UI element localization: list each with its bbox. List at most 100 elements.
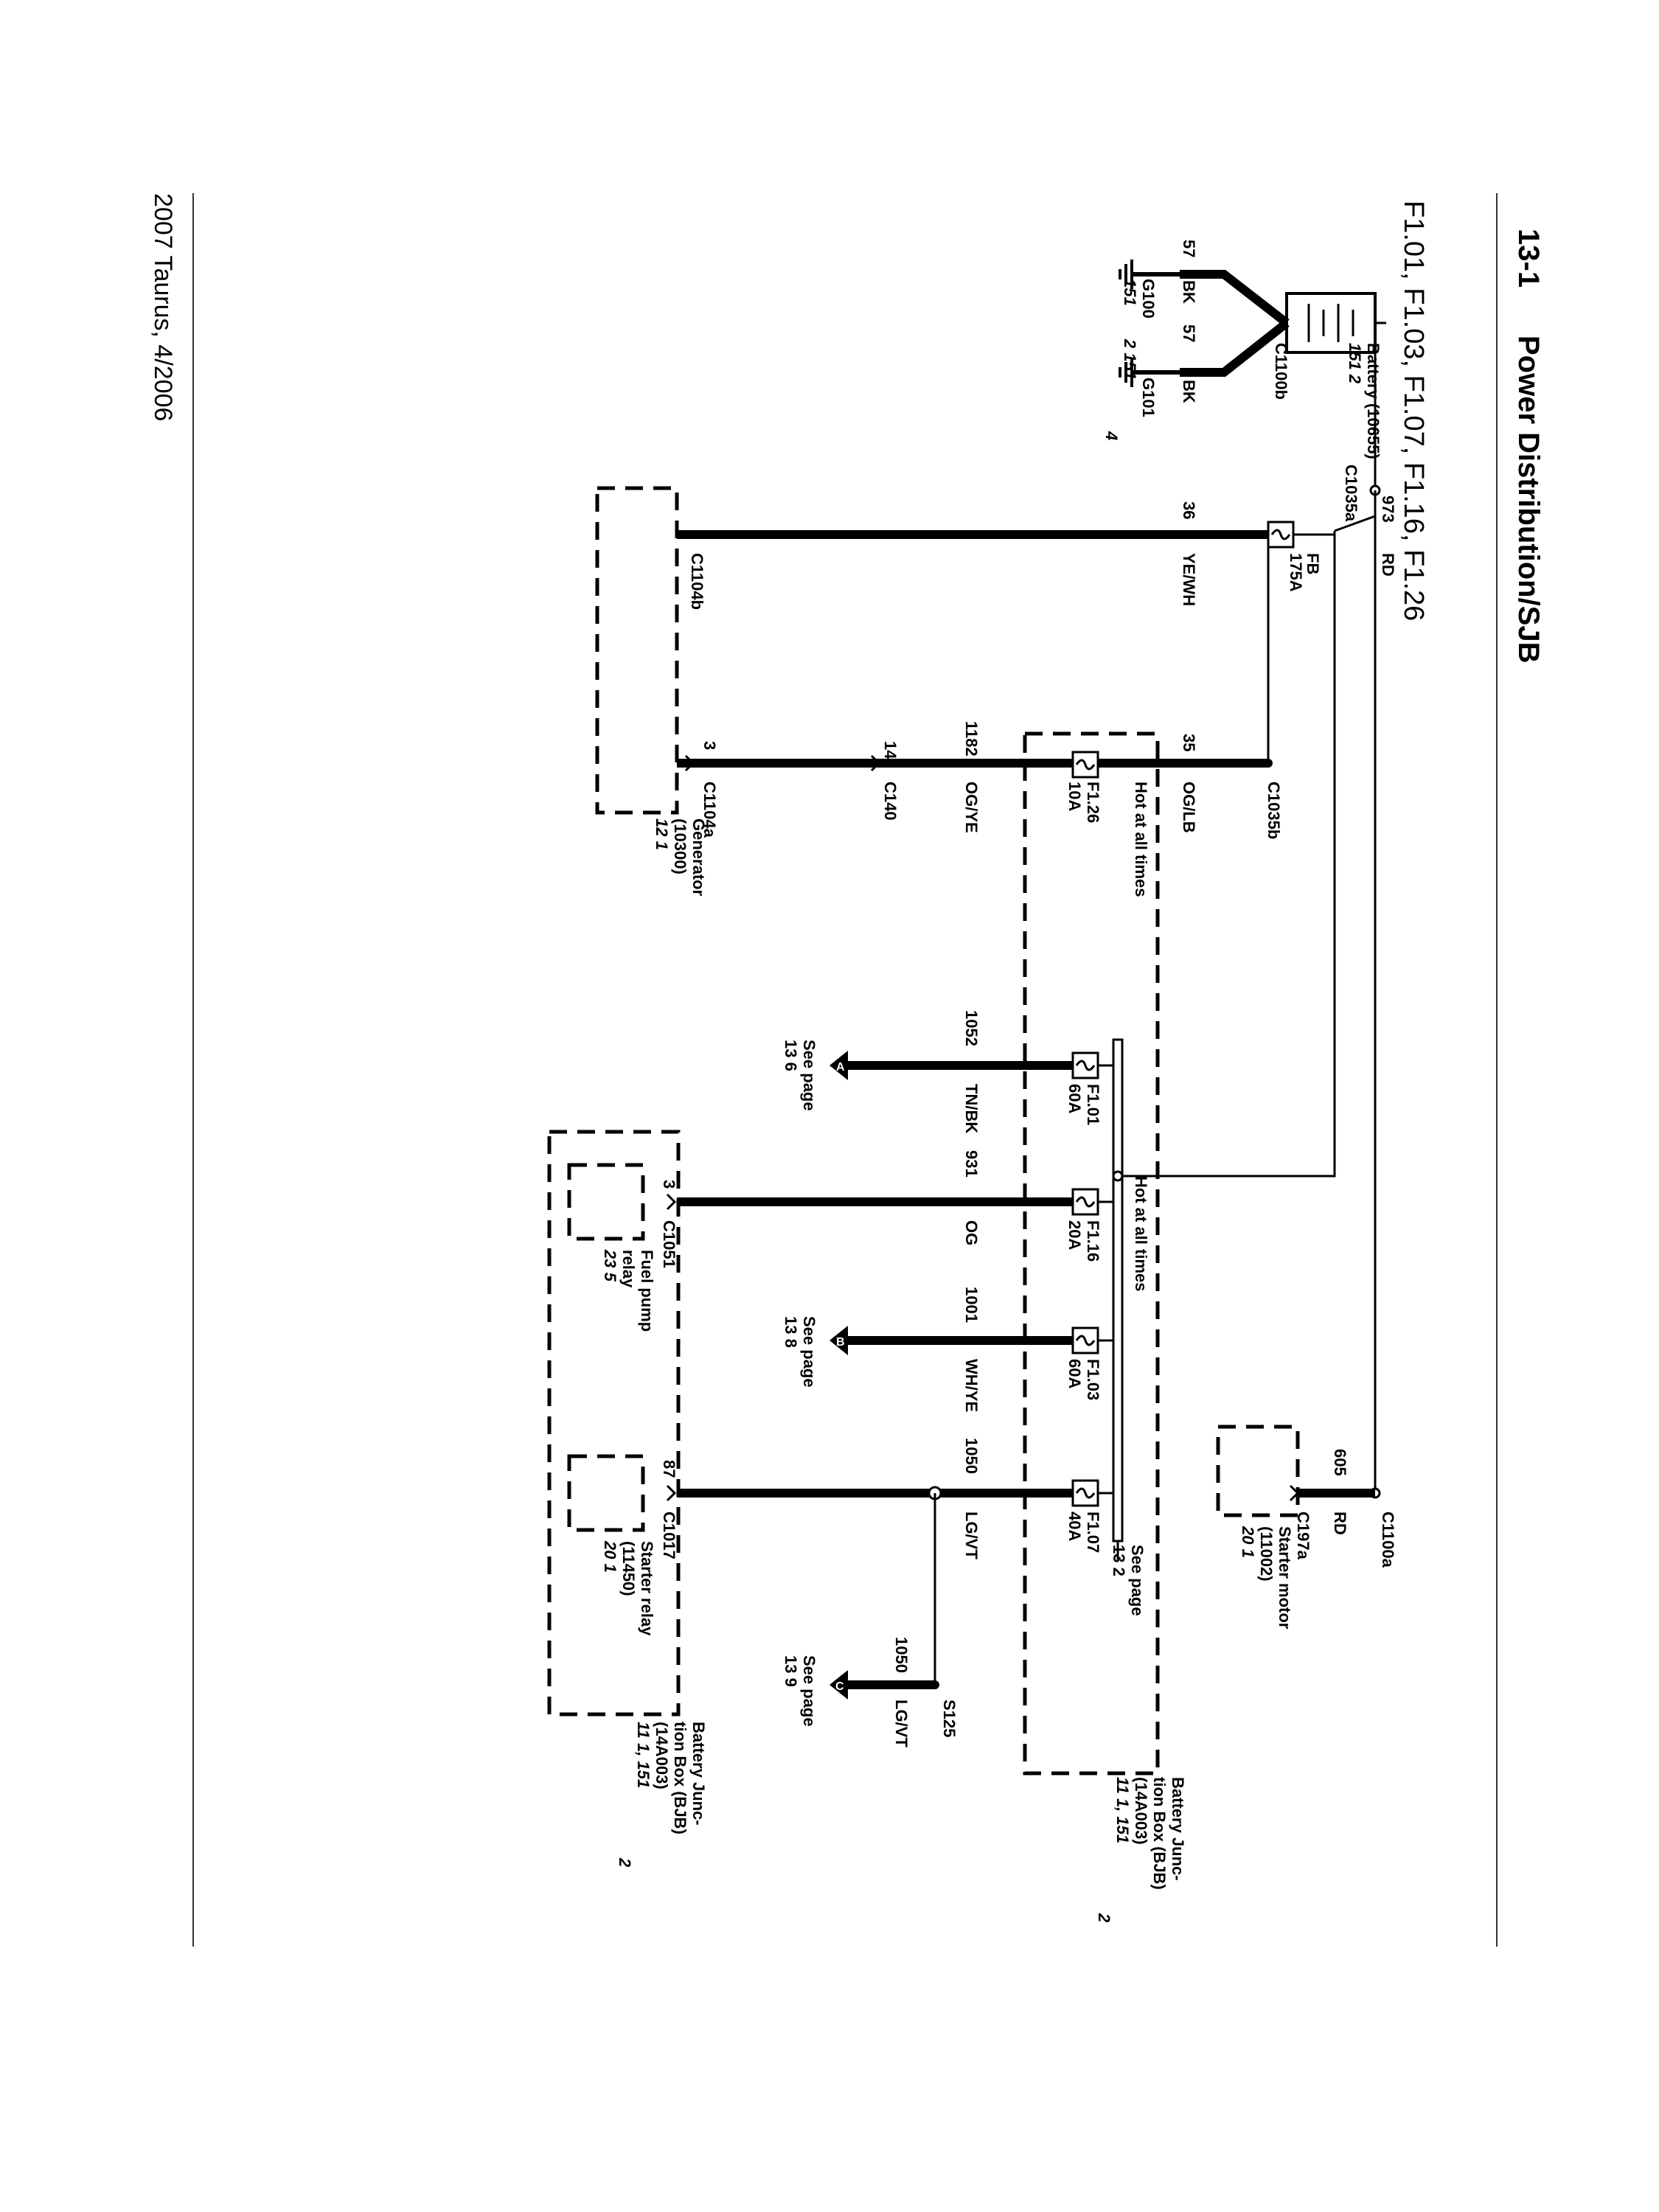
ground-wire-g100 (1180, 270, 1290, 327)
footer-text: 2007 Taurus, 4/2006 (149, 193, 177, 421)
s125-see-refs: 13 9 (782, 1655, 800, 1687)
c1051-connector-symbol (666, 1193, 677, 1211)
page-subtitle: F1.01, F1.03, F1.07, F1.16, F1.26 (1398, 201, 1429, 621)
bjb-lower-ref2: 2 (616, 1857, 634, 1868)
f107-label: F1.07 (1084, 1512, 1102, 1553)
f126-connector-in: C1035b (1265, 782, 1283, 839)
fuse-f116-symbol (1071, 1188, 1099, 1216)
c140-pin: 14 (881, 741, 900, 759)
bjb-lower-part: (14A003) (653, 1722, 671, 1790)
rd-link-to-bus (1118, 531, 1336, 1178)
bjb-lower-label2: tion Box (BJB) (671, 1722, 689, 1834)
bus-hot-note: Hot at all times (1132, 1176, 1150, 1291)
generator-part: (10300) (671, 818, 689, 874)
f103-wire-color: WH/YE (962, 1359, 981, 1412)
bjb-upper-box (1023, 731, 1160, 1775)
f116-connector: C1051 (660, 1220, 678, 1268)
s125-arrow-c (830, 1670, 848, 1700)
bjb-upper-ref2: 2 (1095, 1913, 1113, 1923)
starter-motor-label: Starter motor (1276, 1526, 1294, 1630)
f101-see-refs: 13 6 (782, 1040, 800, 1071)
f116-pin: 3 (660, 1180, 678, 1189)
ground-g100-ref: 151 (1121, 279, 1139, 306)
ground-g101-ref-2: 4 (1102, 431, 1121, 440)
c140-connector: C140 (881, 782, 900, 821)
bjb-upper-label: Battery Junc- (1169, 1777, 1187, 1881)
f126-wire-out-number: 1182 (962, 721, 981, 757)
ground-wire-number-1: 57 (1180, 240, 1198, 257)
f103-wire-number: 1001 (962, 1287, 981, 1323)
gen-wire-color: YE/WH (1180, 553, 1198, 606)
f103-see-refs: 13 8 (782, 1316, 800, 1348)
f107-wire-color: LG/VT (962, 1512, 981, 1559)
s125-marker: C (835, 1680, 844, 1693)
c140-connector-symbol (870, 754, 881, 772)
battery-label: Battery (10655) (1364, 343, 1382, 459)
f101-arrow-a (830, 1051, 848, 1080)
section-number: 13-1 (1512, 229, 1545, 288)
ground-wire-color-2: BK (1180, 380, 1198, 403)
battery-refs: 151 2 (1346, 343, 1364, 384)
main-connector-c1035a: C1035a (1342, 465, 1360, 522)
main-wire-number: 973 (1379, 495, 1397, 523)
f126-wire-in-color: OG/LB (1180, 782, 1198, 833)
f107-pin: 87 (660, 1460, 678, 1478)
f126-fuse-rating: 10A (1065, 782, 1084, 811)
f101-rating: 60A (1065, 1084, 1084, 1113)
fuse-bus-bar (1112, 1038, 1124, 1543)
fuse-fb-rating: 175A (1287, 553, 1305, 592)
main-wire-color: RD (1379, 553, 1397, 577)
f103-see-page: See page (800, 1316, 818, 1388)
starter-relay-refs: 20 1 (601, 1540, 619, 1573)
f116-label: F1.16 (1084, 1220, 1102, 1262)
f116-wire-number: 931 (962, 1150, 981, 1178)
bjb-lower-refs: 11 1, 151 (634, 1722, 653, 1788)
fuel-pump-relay-label2: relay (619, 1250, 638, 1288)
generator-box (595, 486, 679, 815)
s125-see-page: See page (800, 1655, 818, 1727)
starter-wire-number: 605 (1331, 1449, 1349, 1476)
fuse-f101-symbol (1071, 1051, 1099, 1079)
f126-wire-out-color: OG/YE (962, 782, 981, 833)
f101-marker: A (836, 1061, 845, 1074)
fuse-f107-symbol (1071, 1479, 1099, 1507)
page-title: Power Distribution/SJB (1512, 335, 1545, 664)
starter-wire-color: RD (1331, 1512, 1349, 1535)
fuse-f126-symbol (1071, 751, 1099, 779)
bjb-upper-part: (14A003) (1132, 1777, 1150, 1845)
fuel-pump-relay-refs: 23 5 (601, 1249, 619, 1282)
starter-connector-top: C1100a (1379, 1512, 1397, 1568)
f116-wire-color: OG (962, 1220, 981, 1245)
fuse-f103-symbol (1071, 1326, 1099, 1354)
gen-connector-c1104b: C1104b (688, 553, 706, 610)
generator-label: Generator (689, 818, 708, 897)
s125-name: S125 (940, 1700, 959, 1737)
starter-motor-box (1216, 1425, 1300, 1517)
f103-rating: 60A (1065, 1359, 1084, 1388)
f126-wire-in-number: 35 (1180, 734, 1198, 751)
f101-see-page: See page (800, 1040, 818, 1111)
ground-symbol-g100 (1119, 260, 1180, 289)
ground-g101-ref: 2 151 (1121, 338, 1139, 380)
f103-marker: B (836, 1336, 845, 1349)
bjb-upper-label2: tion Box (BJB) (1150, 1777, 1169, 1890)
f107-rating: 40A (1065, 1512, 1084, 1541)
c1104a-connector-symbol (684, 754, 695, 772)
ground-g101-label: G101 (1139, 378, 1158, 417)
bus-link-node (1112, 1170, 1124, 1182)
bjb-lower-box (547, 1130, 681, 1717)
f116-rating: 20A (1065, 1220, 1084, 1250)
gen-connector-c1104a: C1104a (700, 782, 719, 838)
ground-wire-number-2: 57 (1180, 324, 1198, 342)
gen-wire-number: 36 (1180, 501, 1198, 519)
fuse-fb-symbol (1267, 521, 1295, 549)
starter-relay-box (567, 1454, 645, 1532)
f126-hot-note: Hot at all times (1132, 782, 1150, 897)
f103-arrow-b (830, 1326, 848, 1355)
battery-connector: C1100b (1272, 343, 1290, 400)
f107-connector: C1017 (660, 1512, 678, 1559)
starter-relay-label: Starter relay (638, 1541, 656, 1636)
f101-label: F1.01 (1084, 1084, 1102, 1125)
s125-wire-number: 1050 (892, 1637, 911, 1673)
